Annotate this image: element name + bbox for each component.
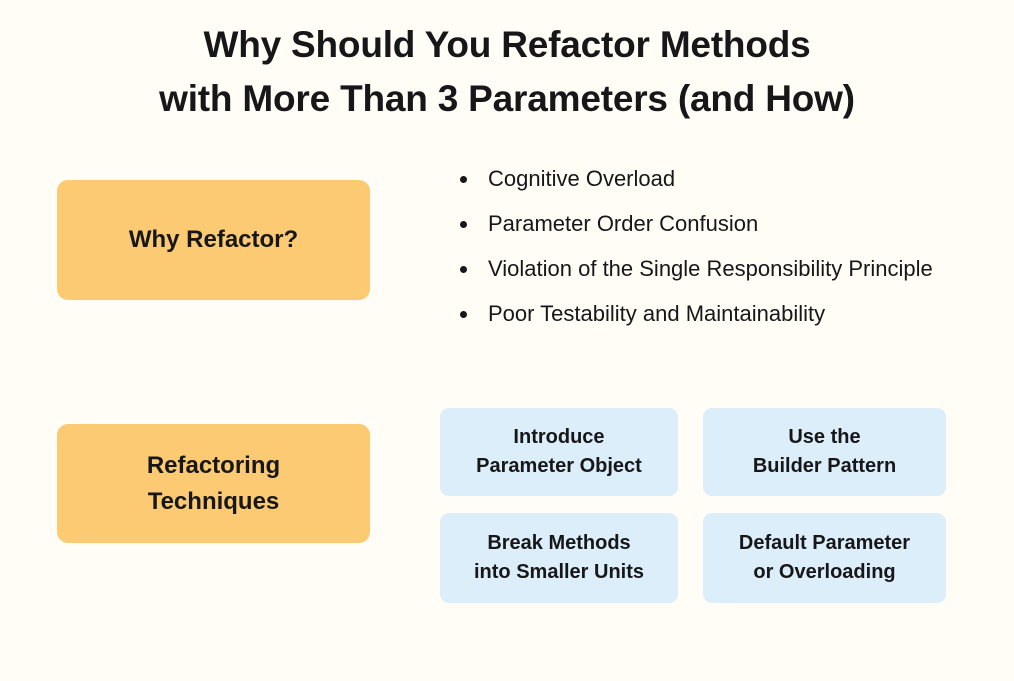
technique-card-introduce-parameter-object: Introduce Parameter Object bbox=[440, 408, 678, 496]
technique-card-break-methods-into-smaller-units: Break Methods into Smaller Units bbox=[440, 513, 678, 603]
technique-card-use-the-builder-pattern: Use the Builder Pattern bbox=[703, 408, 946, 496]
why-refactor-label-box: Why Refactor? bbox=[57, 180, 370, 300]
technique-card-label: Break Methods into Smaller Units bbox=[473, 532, 645, 583]
list-item-label: Parameter Order Confusion bbox=[488, 211, 759, 236]
technique-card-label: Use the Builder Pattern bbox=[752, 426, 897, 477]
refactoring-techniques-label-text: Refactoring Techniques bbox=[146, 451, 281, 515]
bullet-dot-icon bbox=[460, 176, 467, 183]
bullet-dot-icon bbox=[460, 311, 467, 318]
list-item-label: Cognitive Overload bbox=[488, 166, 676, 191]
list-item: Cognitive Overload bbox=[456, 164, 956, 194]
list-item: Parameter Order Confusion bbox=[456, 209, 956, 239]
list-item: Poor Testability and Maintainability bbox=[456, 299, 956, 329]
bullet-dot-icon bbox=[460, 221, 467, 228]
page-title-line-2: with More Than 3 Parameters (and How) bbox=[159, 78, 855, 119]
list-item: Violation of the Single Responsibility P… bbox=[456, 254, 956, 284]
why-refactor-bullet-list: Cognitive Overload Parameter Order Confu… bbox=[456, 164, 956, 329]
why-refactor-label-text: Why Refactor? bbox=[128, 226, 299, 253]
refactoring-techniques-grid: Introduce Parameter Object Use the Build… bbox=[440, 408, 946, 603]
page-title-line-1: Why Should You Refactor Methods bbox=[203, 24, 811, 65]
bullet-dot-icon bbox=[460, 266, 467, 273]
list-item-label: Violation of the Single Responsibility P… bbox=[488, 256, 933, 281]
refactoring-techniques-label-box: Refactoring Techniques bbox=[57, 424, 370, 543]
technique-card-label: Introduce Parameter Object bbox=[476, 426, 642, 477]
technique-card-label: Default Parameter or Overloading bbox=[738, 532, 911, 583]
technique-card-default-parameter-or-overloading: Default Parameter or Overloading bbox=[703, 513, 946, 603]
list-item-label: Poor Testability and Maintainability bbox=[488, 301, 826, 326]
page-title: Why Should You Refactor Methods with Mor… bbox=[0, 18, 1014, 126]
